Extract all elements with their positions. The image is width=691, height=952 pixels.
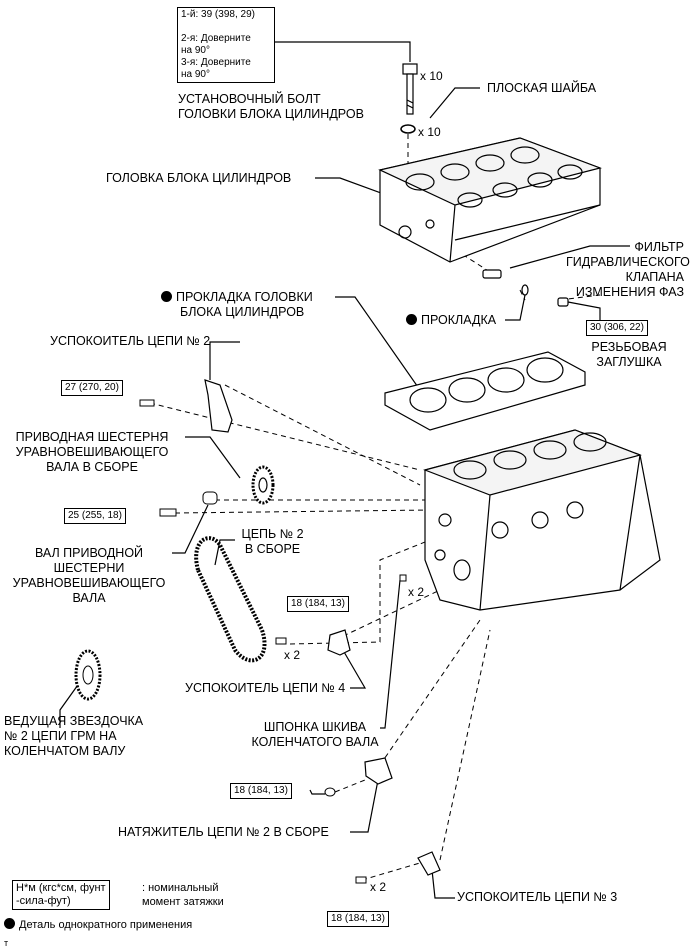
- crankshaft-sprocket: [74, 649, 102, 701]
- legend-torque-box: Н*м (кгс*см, фунт-сила-фут): [12, 880, 110, 910]
- leader-key: [380, 579, 401, 729]
- damper4-qty: x 2: [284, 648, 301, 662]
- label-tensioner: НАТЯЖИТЕЛЬ ЦЕПИ № 2 В СБОРЕ: [118, 825, 329, 839]
- torque-plug: 30 (306, 22): [586, 320, 648, 336]
- leader-filter: [509, 245, 630, 269]
- leader-chain: [214, 539, 235, 566]
- torque-damper3: 18 (184, 13): [327, 911, 389, 927]
- torque-tensioner: 18 (184, 13): [230, 783, 292, 799]
- leader-small-gasket: [505, 294, 526, 321]
- leader-gear: [185, 436, 241, 479]
- tensioner-nut: [324, 787, 336, 797]
- label-gasket: ПРОКЛАДКА: [406, 313, 496, 328]
- damper3-qty: x 2: [370, 880, 387, 894]
- label-flat-washer: ПЛОСКАЯ ШАЙБА: [487, 81, 597, 95]
- head-gasket: [384, 351, 586, 431]
- vvt-filter: [482, 269, 502, 279]
- legend-single-use: Деталь однократного применения: [4, 918, 192, 933]
- leader-tensioner: [350, 779, 379, 833]
- torque-spec-head-bolt: 1-й: 39 (398, 29) 2-я: Доверните на 90° …: [177, 7, 275, 83]
- leader-torque-box: [275, 41, 411, 62]
- torque-line-2: 2-я: Доверните: [181, 33, 251, 44]
- damper3-bolt: [355, 876, 367, 884]
- leader-shaft: [172, 504, 209, 554]
- flat-washer: [400, 124, 416, 134]
- bolt-qty: x 10: [420, 69, 443, 83]
- torque-damper2: 27 (270, 20): [61, 380, 123, 396]
- label-head-gasket: ПРОКЛАДКА ГОЛОВКИ БЛОКА ЦИЛИНДРОВ: [161, 290, 313, 320]
- gear-bolt: [159, 508, 177, 517]
- torque-line-4: 3-я: Доверните: [181, 57, 251, 68]
- single-use-icon: [4, 918, 15, 929]
- chain-damper-3: [417, 851, 441, 876]
- label-damper-3: УСПОКОИТЕЛЬ ЦЕПИ № 3: [457, 890, 618, 904]
- leader-plug: [567, 301, 601, 320]
- key-qty: x 2: [408, 585, 425, 599]
- leader-gasket: [335, 296, 421, 391]
- leader-damper4: [339, 644, 367, 689]
- damper4-bolt: [275, 637, 287, 645]
- chain-damper-4: [327, 629, 351, 656]
- label-damper-4: УСПОКОИТЕЛЬ ЦЕПИ № 4: [185, 681, 346, 695]
- chain-damper-2: [204, 379, 233, 433]
- single-use-icon: [406, 314, 417, 325]
- threaded-plug: [557, 297, 569, 307]
- torque-gear-bolt: 25 (255, 18): [64, 508, 126, 524]
- label-damper-2: УСПОКОИТЕЛЬ ЦЕПИ № 2: [50, 334, 211, 348]
- cylinder-block: [423, 429, 661, 611]
- crank-pulley-key: [399, 574, 407, 582]
- timing-chain-2: [194, 536, 267, 663]
- label-cylinder-head: ГОЛОВКА БЛОКА ЦИЛИНДРОВ: [106, 171, 292, 185]
- torque-line-1: 1-й: 39 (398, 29): [181, 9, 255, 20]
- cylinder-head: [378, 137, 602, 263]
- leader-damper3: [431, 869, 455, 899]
- head-bolt: [402, 63, 418, 115]
- torque-line-3: на 90°: [181, 45, 210, 56]
- leader-washer: [429, 87, 480, 119]
- leader-sprocket: [59, 681, 81, 728]
- washer-qty: x 10: [418, 125, 441, 139]
- torque-line-5: на 90°: [181, 69, 210, 80]
- small-gasket: [521, 284, 529, 296]
- leader-damper2: [209, 341, 240, 380]
- footer-mark: т: [4, 938, 9, 948]
- balancer-drive-gear: [251, 465, 275, 505]
- damper2-bolt: [139, 399, 155, 407]
- gear-shaft: [202, 491, 218, 505]
- chain-tensioner-2: [364, 757, 393, 785]
- single-use-icon: [161, 291, 172, 302]
- torque-damper4: 18 (184, 13): [287, 596, 349, 612]
